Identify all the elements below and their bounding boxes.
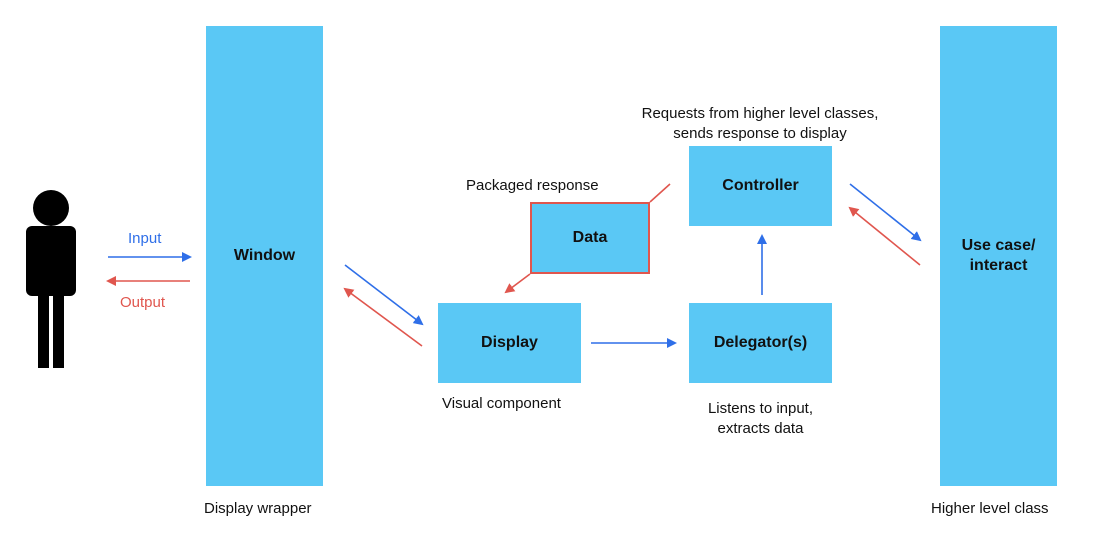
higher-level-class-caption: Higher level class	[931, 500, 1049, 517]
packaged-response-caption: Packaged response	[466, 177, 599, 194]
delegator-caption-line2: extracts data	[717, 420, 804, 437]
delegator-caption: Listens to input, extracts data	[698, 399, 823, 439]
window-box: Window	[206, 26, 323, 486]
person-icon	[26, 190, 76, 368]
controller-caption: Requests from higher level classes, send…	[620, 104, 900, 144]
window-label: Window	[233, 247, 296, 264]
controller-label: Controller	[722, 177, 799, 194]
data-to-display-arrow	[504, 273, 531, 294]
controller-box: Controller	[689, 146, 832, 226]
display-wrapper-caption: Display wrapper	[204, 500, 312, 517]
data-box: Data	[530, 202, 650, 274]
delegator-caption-line1: Listens to input,	[707, 400, 814, 417]
input-label: Input	[128, 230, 162, 247]
delegator-label: Delegator(s)	[713, 334, 808, 351]
controller-to-usecase-arrow	[849, 183, 922, 242]
controller-to-data-line	[649, 183, 671, 203]
display-label: Display	[481, 334, 538, 351]
visual-component-caption: Visual component	[442, 395, 561, 412]
controller-caption-line2: sends response to display	[673, 125, 847, 142]
use-case-label-line1: Use case/	[961, 237, 1036, 254]
data-label: Data	[572, 229, 608, 246]
use-case-box: Use case/ interact	[940, 26, 1057, 486]
use-case-label-line2: interact	[969, 257, 1028, 274]
display-box: Display	[438, 303, 581, 383]
delegator-box: Delegator(s)	[689, 303, 832, 383]
usecase-to-controller-arrow	[848, 206, 921, 266]
controller-caption-line1: Requests from higher level classes,	[641, 105, 879, 122]
display-to-window-arrow	[343, 287, 423, 347]
output-label: Output	[120, 294, 166, 311]
window-to-display-arrow	[344, 264, 424, 326]
